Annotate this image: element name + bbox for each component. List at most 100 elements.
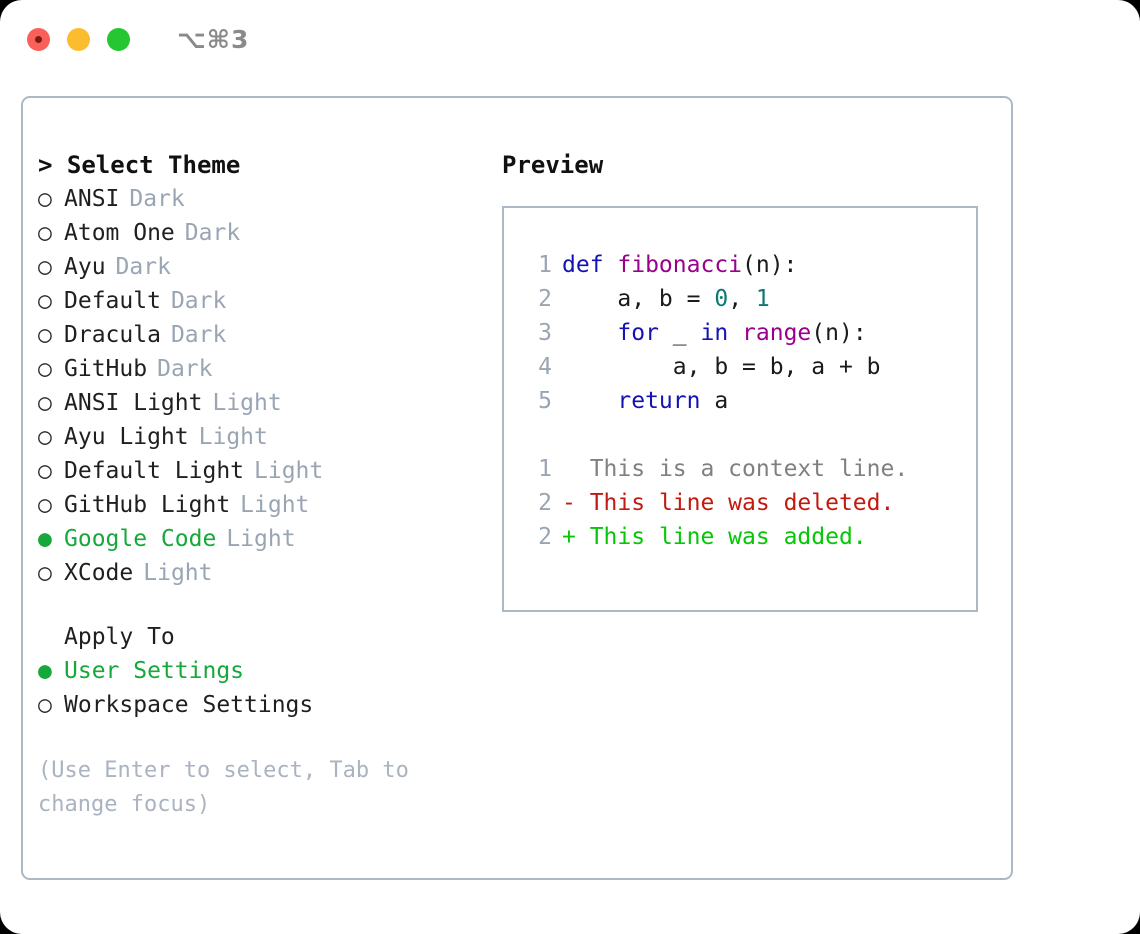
theme-option-ansi-light[interactable]: ○ ANSI Light Light xyxy=(38,386,478,420)
apply-to-list[interactable]: ● User Settings ○ Workspace Settings xyxy=(38,654,478,722)
radio-unselected-icon[interactable]: ○ xyxy=(38,186,52,212)
radio-unselected-icon[interactable]: ○ xyxy=(38,254,52,280)
radio-selected-icon[interactable]: ● xyxy=(38,658,52,684)
code-token-txt: a, b = xyxy=(562,286,715,312)
diff-text: This line was deleted. xyxy=(589,490,895,516)
code-line: 3 for _ in range(n): xyxy=(522,316,976,350)
theme-option-label: Ayu xyxy=(64,254,106,280)
line-number: 4 xyxy=(538,354,552,380)
line-number: 2 xyxy=(538,524,552,550)
code-token-kw: in xyxy=(700,320,729,346)
line-number: 2 xyxy=(538,286,552,312)
apply-to-option-label: User Settings xyxy=(64,658,245,684)
radio-unselected-icon[interactable]: ○ xyxy=(38,220,52,246)
theme-option-label: XCode xyxy=(64,560,134,586)
radio-unselected-icon[interactable]: ○ xyxy=(38,692,52,718)
theme-variant-tag: Dark xyxy=(170,288,227,314)
radio-unselected-icon[interactable]: ○ xyxy=(38,424,52,450)
line-number: 2 xyxy=(538,490,552,516)
diff-line-del: 2- This line was deleted. xyxy=(522,486,976,520)
diff-text: This line was added. xyxy=(589,524,867,550)
theme-option-label: Ayu Light xyxy=(64,424,189,450)
theme-variant-tag: Dark xyxy=(170,322,227,348)
theme-option-label: ANSI Light xyxy=(64,390,203,416)
theme-option-ansi[interactable]: ○ ANSI Dark xyxy=(38,182,478,216)
radio-unselected-icon[interactable]: ○ xyxy=(38,492,52,518)
keyboard-hint-text: (Use Enter to select, Tab to change focu… xyxy=(38,758,409,817)
code-token-txt: _ xyxy=(658,320,701,346)
apply-to-option-workspace-settings[interactable]: ○ Workspace Settings xyxy=(38,688,478,722)
theme-option-default[interactable]: ○ Default Dark xyxy=(38,284,478,318)
select-theme-heading: > Select Theme xyxy=(38,151,241,179)
radio-unselected-icon[interactable]: ○ xyxy=(38,288,52,314)
preview-heading: Preview xyxy=(502,151,604,179)
apply-to-option-user-settings[interactable]: ● User Settings xyxy=(38,654,478,688)
close-window-button[interactable] xyxy=(27,27,50,51)
code-token-txt: (n): xyxy=(742,252,798,278)
line-number: 5 xyxy=(538,388,552,414)
diff-marker xyxy=(562,452,590,486)
title-bar: ⌥⌘3 xyxy=(0,0,1140,78)
maximize-window-button[interactable] xyxy=(107,27,130,51)
code-token-kw: def xyxy=(562,252,618,278)
keyboard-shortcut-label: ⌥⌘3 xyxy=(177,24,250,54)
line-number: 3 xyxy=(538,320,552,346)
theme-option-default-light[interactable]: ○ Default Light Light xyxy=(38,454,478,488)
radio-unselected-icon[interactable]: ○ xyxy=(38,390,52,416)
line-number: 1 xyxy=(538,252,552,278)
diff-sample: 1 This is a context line. 2- This line wa… xyxy=(522,452,976,554)
code-token-txt xyxy=(728,316,742,350)
theme-variant-tag: Dark xyxy=(129,186,185,212)
theme-variant-tag: Dark xyxy=(184,220,241,246)
code-token-kw: return xyxy=(617,388,701,414)
diff-text: This is a context line. xyxy=(589,456,909,482)
minimize-window-button[interactable] xyxy=(67,27,90,51)
diff-marker: - xyxy=(562,490,590,516)
diff-line-add: 2+ This line was added. xyxy=(522,520,976,554)
preview-spacer xyxy=(522,418,976,452)
theme-option-label: Dracula xyxy=(64,322,161,348)
code-token-fn: range xyxy=(742,320,812,346)
theme-option-ayu[interactable]: ○ Ayu Dark xyxy=(38,250,478,284)
apply-to-option-label: Workspace Settings xyxy=(64,692,314,718)
theme-variant-tag: Light xyxy=(240,492,310,518)
theme-option-dracula[interactable]: ○ Dracula Dark xyxy=(38,318,478,352)
code-line: 4 a, b = b, a + b xyxy=(522,350,976,384)
apply-to-heading: Apply To xyxy=(64,624,175,650)
theme-option-label: ANSI xyxy=(64,186,120,212)
radio-unselected-icon[interactable]: ○ xyxy=(38,458,52,484)
radio-unselected-icon[interactable]: ○ xyxy=(38,322,52,348)
code-token-fn: fibonacci xyxy=(617,252,743,278)
line-number: 1 xyxy=(538,456,552,482)
theme-variant-tag: Light xyxy=(212,390,282,416)
theme-variant-tag: Dark xyxy=(157,356,213,382)
theme-option-github[interactable]: ○ GitHub Dark xyxy=(38,352,478,386)
theme-option-label: Default xyxy=(64,288,161,314)
code-line: 5 return a xyxy=(522,384,976,418)
code-token-num: 1 xyxy=(755,286,770,312)
theme-variant-tag: Light xyxy=(226,526,296,552)
theme-variant-tag: Dark xyxy=(115,254,171,280)
theme-option-label: Default Light xyxy=(64,458,245,484)
theme-variant-tag: Light xyxy=(254,458,324,484)
theme-option-ayu-light[interactable]: ○ Ayu Light Light xyxy=(38,420,478,454)
code-line: 1 def fibonacci(n): xyxy=(522,248,976,282)
radio-selected-icon[interactable]: ● xyxy=(38,526,52,552)
code-token-txt xyxy=(562,316,617,350)
theme-variant-tag: Light xyxy=(198,424,268,450)
code-token-txt: , xyxy=(728,286,756,312)
theme-option-label: GitHub xyxy=(64,356,148,382)
radio-unselected-icon[interactable]: ○ xyxy=(38,560,52,586)
code-token-kw: for xyxy=(617,320,659,346)
radio-unselected-icon[interactable]: ○ xyxy=(38,356,52,382)
